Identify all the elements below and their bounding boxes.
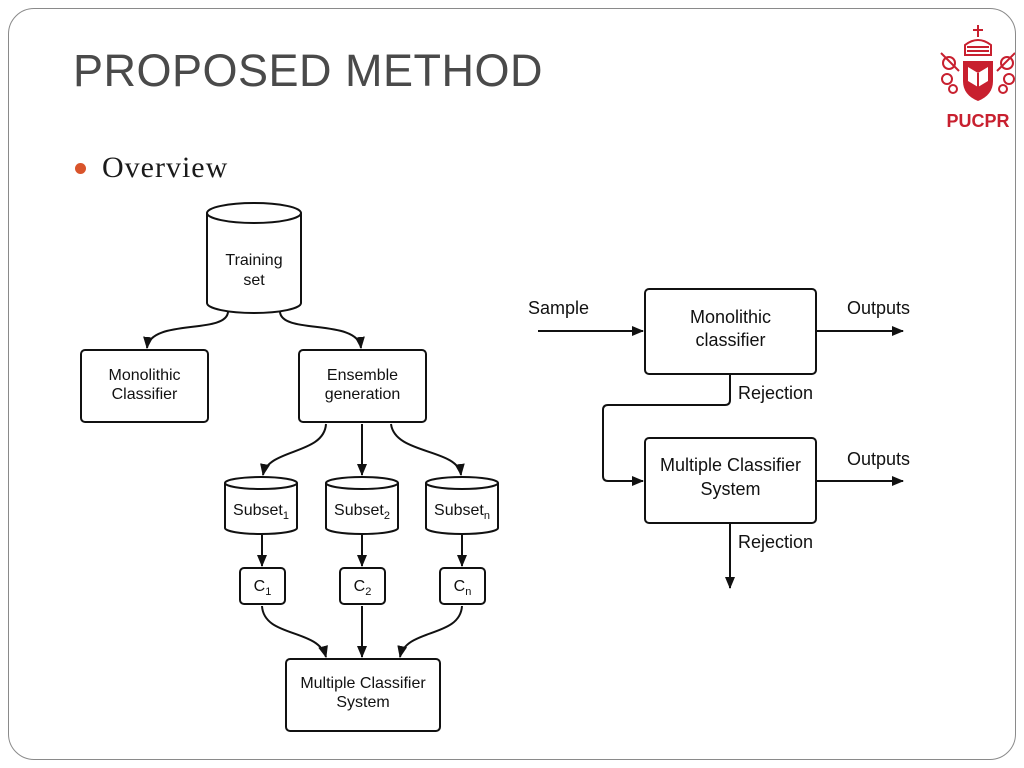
monolithic-right-label-line1: Monolithic <box>690 307 771 327</box>
svg-text:Cn: Cn <box>454 578 472 598</box>
sample-label: Sample <box>528 298 589 318</box>
rejection-2-label: Rejection <box>738 532 813 552</box>
classifier-2-node: C2 <box>339 567 386 605</box>
bullet-text: Overview <box>102 151 229 184</box>
monolithic-right-label-line2: classifier <box>695 330 765 350</box>
classifier-1-label: C <box>254 578 266 595</box>
outputs-2-label: Outputs <box>847 449 910 469</box>
svg-text:Subset2: Subset2 <box>334 502 390 522</box>
training-set-node: Training set <box>206 202 302 314</box>
pucpr-crest-icon: PUCPR <box>940 25 1015 131</box>
subset-n-label: Subset <box>434 502 484 519</box>
classifier-n-node: Cn <box>439 567 486 605</box>
svg-text:C1: C1 <box>254 578 272 598</box>
pucpr-logo: PUCPR <box>935 23 1015 133</box>
edge-c1-to-mcs <box>261 605 328 658</box>
svg-text:Subsetn: Subsetn <box>434 502 490 522</box>
ensemble-generation-node: Ensemble generation <box>298 349 427 423</box>
edge-ensemble-to-subsetn <box>390 423 465 476</box>
monolithic-classifier-label-line1: Monolithic <box>108 367 180 384</box>
mcs-left-label-line1: Multiple Classifier <box>300 675 426 692</box>
classifier-1-node: C1 <box>239 567 286 605</box>
ensemble-generation-label-line1: Ensemble <box>327 367 398 384</box>
subset-n-node: Subsetn <box>425 476 499 535</box>
svg-text:C2: C2 <box>354 578 372 598</box>
edge-cn-to-mcs <box>397 605 463 658</box>
mcs-node-right: Multiple Classifier System <box>644 437 817 524</box>
page-title: PROPOSED METHOD <box>73 45 544 96</box>
right-diagram: Sample Monolithic classifier Outputs Rej… <box>528 288 910 589</box>
edge-training-to-monolithic <box>143 311 229 349</box>
edge-training-to-ensemble <box>279 311 365 349</box>
mcs-right-label-line2: System <box>700 479 760 499</box>
left-diagram: Training set Monolithic Classifier Ensem… <box>80 202 499 732</box>
classifier-n-subscript: n <box>465 586 471 598</box>
logo-text: PUCPR <box>946 111 1009 131</box>
rejection-1-label: Rejection <box>738 383 813 403</box>
edge-monolithic-rejection-to-mcs <box>602 374 731 486</box>
mcs-right-label-line1: Multiple Classifier <box>660 455 801 475</box>
classifier-n-label: C <box>454 578 466 595</box>
subset-2-label: Subset <box>334 502 384 519</box>
subset-2-subscript: 2 <box>384 510 390 522</box>
bullet-dot-icon <box>75 162 86 174</box>
outputs-1-label: Outputs <box>847 298 910 318</box>
training-set-label-line2: set <box>243 272 265 289</box>
monolithic-classifier-node-right: Monolithic classifier <box>644 288 817 375</box>
training-set-label-line1: Training <box>225 252 282 269</box>
classifier-2-subscript: 2 <box>365 586 371 598</box>
bullet-item: Overview <box>75 151 228 185</box>
subset-n-subscript: n <box>484 510 490 522</box>
ensemble-generation-label-line2: generation <box>325 386 401 403</box>
mcs-node-left: Multiple Classifier System <box>285 658 441 732</box>
svg-text:Subset1: Subset1 <box>233 502 289 522</box>
subset-2-node: Subset2 <box>325 476 399 535</box>
edge-ensemble-to-subset1 <box>260 423 327 476</box>
subset-1-label: Subset <box>233 502 283 519</box>
classifier-2-label: C <box>354 578 366 595</box>
classifier-1-subscript: 1 <box>265 586 271 598</box>
subset-1-node: Subset1 <box>224 476 298 535</box>
subset-1-subscript: 1 <box>283 510 289 522</box>
mcs-left-label-line2: System <box>336 694 389 711</box>
monolithic-classifier-node: Monolithic Classifier <box>80 349 209 423</box>
monolithic-classifier-label-line2: Classifier <box>112 386 178 403</box>
